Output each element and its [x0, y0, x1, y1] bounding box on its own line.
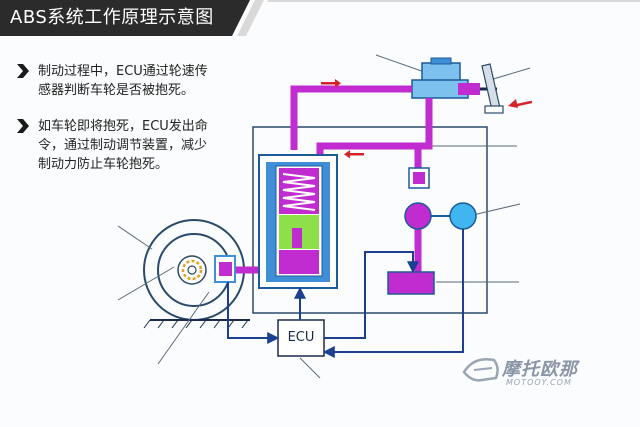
arrow-right-icon [321, 79, 341, 88]
watermark-text: 摩托欧那 [502, 359, 578, 380]
chevron-right-icon [17, 119, 29, 133]
flow-arrows [321, 79, 533, 159]
leader-lines [117, 54, 531, 379]
bullet-point-1: 制动过程中，ECU通过轮速传 感器判断车轮是否被抱死。 [16, 62, 276, 102]
modulator-port [292, 228, 302, 248]
motor-circle [449, 202, 477, 230]
modulator-outlet [279, 250, 319, 274]
bullet-text-1: 制动过程中，ECU通过轮速传 感器判断车轮是否被抱死。 [38, 62, 208, 100]
bullet-1-line-2: 感器判断车轮是否被抱死。 [38, 83, 195, 98]
brake-pedal-pad [484, 105, 504, 114]
pressure-modulator [258, 154, 338, 289]
regulator-housing [252, 126, 488, 314]
return-spring [282, 173, 316, 211]
fluid-accumulator [387, 271, 435, 295]
title-bar [0, 0, 640, 36]
ground-line [143, 319, 250, 329]
pump-motor [404, 202, 432, 230]
arrow-left-icon [344, 150, 364, 159]
bullet-point-2: 如车轮即将抱死，ECU发出命 令，通过制动调节装置，减少 制动力防止车轮抱死。 [16, 117, 276, 177]
bullet-2-line-1: 如车轮即将抱死，ECU发出命 [38, 119, 208, 134]
pump-valve-unit [387, 167, 477, 295]
pump-piston [413, 172, 425, 184]
watermark-logo [462, 358, 499, 382]
signal-lines [227, 229, 464, 358]
master-cylinder-piston [458, 83, 480, 95]
chevron-right-icon [17, 64, 29, 78]
watermark-subtext: MOTOOY.COM [506, 378, 572, 387]
reservoir-cap [430, 57, 452, 65]
tone-ring-gear-icon [181, 259, 203, 281]
bullet-2-line-3: 制动力防止车轮抱死。 [38, 157, 169, 172]
helmet-icon [462, 358, 499, 382]
pedal-force-arrow-icon [508, 99, 533, 108]
master-cylinder [411, 57, 504, 114]
bullet-1-line-1: 制动过程中，ECU通过轮速传 [38, 64, 208, 79]
brake-pedal-lever [481, 63, 501, 111]
brake-fluid-reservoir [421, 62, 461, 82]
bullet-text-2: 如车轮即将抱死，ECU发出命 令，通过制动调节装置，减少 制动力防止车轮抱死。 [38, 117, 208, 174]
page-title: ABS系统工作原理示意图 [10, 7, 214, 28]
ecu-label: ECU [287, 330, 315, 345]
brake-caliper [219, 262, 232, 276]
bullet-2-line-2: 令，通过制动调节装置，减少 [38, 138, 208, 153]
